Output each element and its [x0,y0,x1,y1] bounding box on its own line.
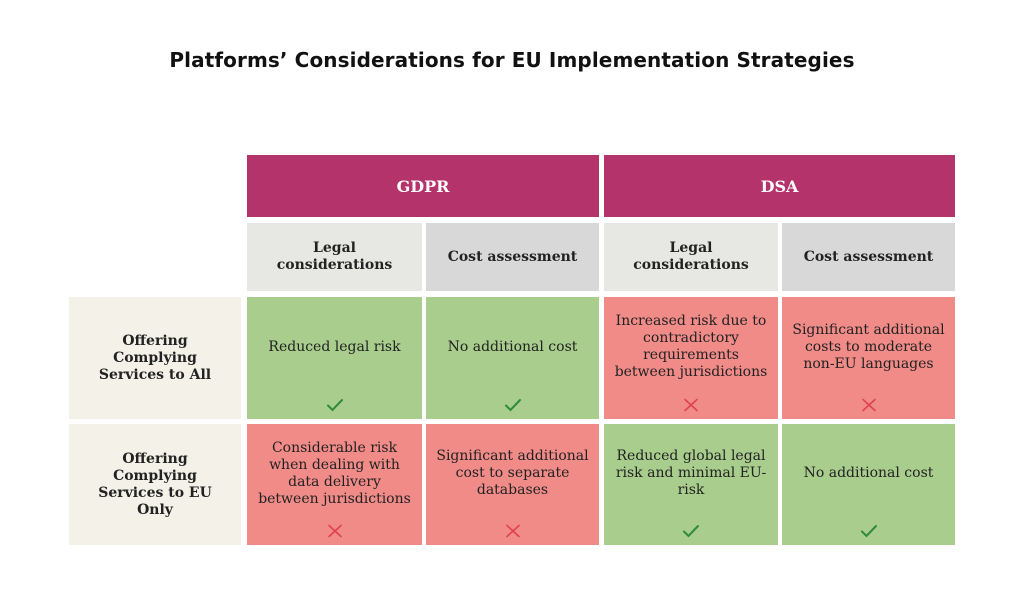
cell-text: Significant additional cost to separate … [436,448,589,498]
row-header-all: Offering Complying Services to All [69,297,241,419]
gdpr-legal-subheader: Legal considerations [247,223,422,291]
mark-slot [426,523,599,539]
cell-eu-dsa-cost: No additional cost [782,424,955,545]
cell-all-gdpr-legal: Reduced legal risk [247,297,422,419]
mark-slot [604,523,778,539]
dsa-header-label: DSA [760,176,799,196]
cell-eu-gdpr-legal: Considerable risk when dealing with data… [247,424,422,545]
cell-text: Considerable risk when dealing with data… [258,439,411,507]
cross-icon [861,398,876,412]
dsa-cost-subheader: Cost assessment [782,223,955,291]
check-icon [860,525,877,538]
check-icon [504,399,521,412]
gdpr-cost-subheader-label: Cost assessment [447,248,578,265]
cell-all-dsa-legal: Increased risk due to contradictory requ… [604,297,778,419]
gdpr-legal-subheader-label: Legal considerations [276,240,393,273]
cell-text: Reduced global legal risk and minimal EU… [615,448,767,498]
gdpr-cost-subheader: Cost assessment [426,223,599,291]
cell-all-gdpr-cost: No additional cost [426,297,599,419]
gdpr-header: GDPR [247,155,599,217]
mark-slot [426,397,599,413]
row-header-eu-only-label: Offering Complying Services to EU Only [98,450,212,518]
mark-slot [604,397,778,413]
cell-text: No additional cost [803,465,934,481]
dsa-header: DSA [604,155,955,217]
row-header-eu-only: Offering Complying Services to EU Only [69,424,241,545]
mark-slot [247,397,422,413]
cell-text: No additional cost [447,338,578,355]
page-title: Platforms’ Considerations for EU Impleme… [169,48,855,72]
dsa-legal-subheader: Legal considerations [604,223,778,291]
cross-icon [327,524,342,538]
dsa-cost-subheader-label: Cost assessment [803,248,934,265]
cross-icon [505,524,520,538]
cross-icon [684,398,698,412]
gdpr-header-label: GDPR [396,176,450,196]
mark-slot [782,523,955,539]
row-header-all-label: Offering Complying Services to All [98,332,212,383]
cell-text: Reduced legal risk [268,338,401,355]
dsa-legal-subheader-label: Legal considerations [633,240,749,273]
cell-eu-gdpr-cost: Significant additional cost to separate … [426,424,599,545]
cell-text: Increased risk due to contradictory requ… [614,313,768,380]
check-icon [683,525,699,538]
check-icon [326,399,343,412]
cell-all-dsa-cost: Significant additional costs to moderate… [782,297,955,419]
mark-slot [247,523,422,539]
cell-text: Significant additional costs to moderate… [792,321,945,372]
cell-eu-dsa-legal: Reduced global legal risk and minimal EU… [604,424,778,545]
mark-slot [782,397,955,413]
